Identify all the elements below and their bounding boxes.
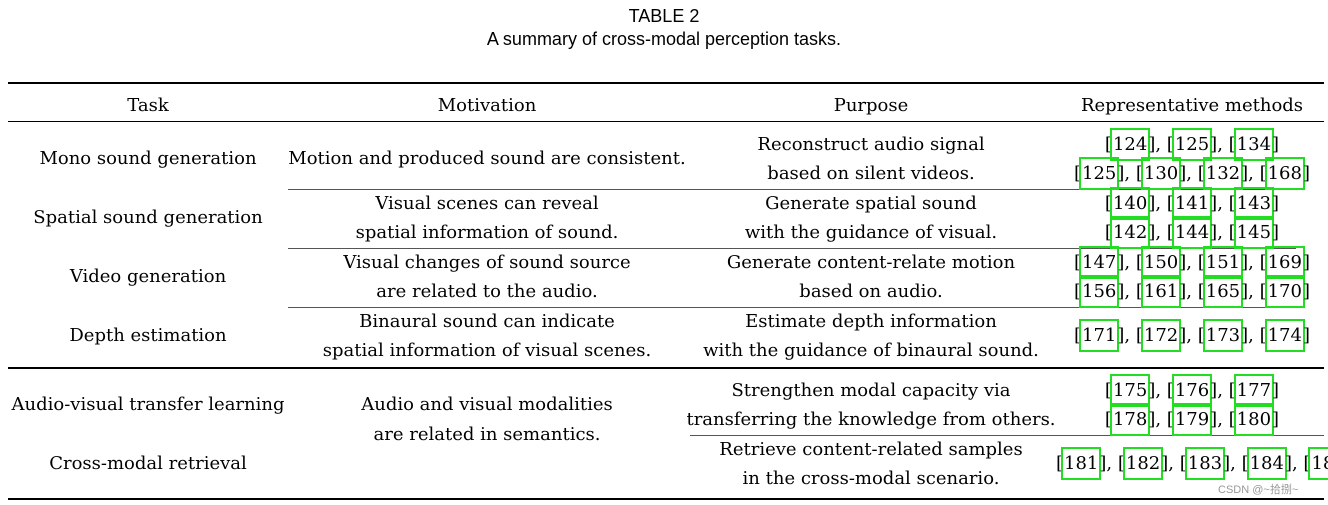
purpose-line: Retrieve content-related samples: [719, 439, 1023, 460]
watermark: CSDN @~拾捌~: [1218, 484, 1299, 496]
header-task: Task: [127, 95, 169, 116]
bottom-rule: [8, 498, 1324, 500]
citation[interactable]: 125: [1079, 157, 1120, 190]
motivation-line: Visual changes of sound source: [343, 252, 631, 273]
purpose-line: in the cross-modal scenario.: [742, 468, 1000, 489]
motivation-line: Audio and visual modalities: [361, 394, 613, 415]
citation[interactable]: 151: [1202, 246, 1244, 279]
citation[interactable]: 165: [1202, 275, 1244, 308]
motivation-line: spatial information of visual scenes.: [322, 340, 652, 361]
citation[interactable]: 173: [1202, 319, 1244, 352]
citation[interactable]: 141: [1171, 187, 1213, 220]
motivation-line: spatial information of sound.: [355, 222, 619, 243]
row-separator: [288, 189, 1296, 190]
citation[interactable]: 177: [1233, 374, 1275, 407]
task-cell: Cross-modal retrieval: [49, 453, 247, 474]
citation[interactable]: 134: [1233, 128, 1275, 161]
citation[interactable]: 176: [1171, 374, 1213, 407]
purpose-line: with the guidance of binaural sound.: [703, 340, 1039, 361]
purpose-line: Generate content-relate motion: [726, 252, 1016, 273]
motivation-line: are related to the audio.: [376, 281, 598, 302]
methods-line: [175], [176], [177]: [1056, 374, 1328, 407]
citation[interactable]: 185: [1308, 447, 1328, 480]
methods-line: [124], [125], [134]: [1056, 128, 1328, 161]
motivation-line: are related in semantics.: [373, 424, 601, 445]
citation[interactable]: 142: [1109, 216, 1151, 249]
citation[interactable]: 143: [1233, 187, 1275, 220]
purpose-line: based on silent videos.: [767, 163, 975, 184]
citation[interactable]: 184: [1246, 447, 1287, 480]
citation[interactable]: 170: [1264, 275, 1305, 308]
citation[interactable]: 150: [1140, 246, 1182, 279]
citation[interactable]: 171: [1079, 319, 1120, 352]
citation[interactable]: 169: [1264, 246, 1305, 279]
purpose-line: Estimate depth information: [745, 311, 997, 332]
methods-line: [125], [130], [132], [168]: [1056, 157, 1328, 190]
methods-line: [181], [182], [183], [184], [185]: [1056, 447, 1328, 480]
citation[interactable]: 130: [1140, 157, 1182, 190]
purpose-line: with the guidance of visual.: [744, 222, 998, 243]
citation[interactable]: 183: [1184, 447, 1226, 480]
purpose-line: Strengthen modal capacity via: [731, 380, 1011, 401]
citation[interactable]: 182: [1122, 447, 1164, 480]
citation[interactable]: 172: [1140, 319, 1182, 352]
methods-line: [142], [144], [145]: [1056, 216, 1328, 249]
task-cell: Spatial sound generation: [33, 207, 263, 228]
header-methods: Representative methods: [1080, 95, 1304, 116]
task-cell: Video generation: [69, 266, 227, 287]
citation[interactable]: 145: [1233, 216, 1275, 249]
motivation-line: Binaural sound can indicate: [359, 311, 615, 332]
citation[interactable]: 180: [1233, 403, 1275, 436]
header-motivation: Motivation: [437, 95, 537, 116]
citation[interactable]: 161: [1140, 275, 1182, 308]
methods-line: [147], [150], [151], [169]: [1056, 246, 1328, 279]
row-separator: [288, 248, 1296, 249]
header-rule: [8, 121, 1324, 122]
table-caption: A summary of cross-modal perception task…: [486, 29, 842, 49]
purpose-line: Reconstruct audio signal: [757, 134, 985, 155]
citation[interactable]: 179: [1171, 403, 1213, 436]
citation[interactable]: 140: [1109, 187, 1151, 220]
methods-line: [171], [172], [173], [174]: [1056, 319, 1328, 352]
purpose-line: based on audio.: [799, 281, 943, 302]
table-label: TABLE 2: [628, 6, 700, 26]
row-separator: [288, 307, 1296, 308]
task-cell: Audio-visual transfer learning: [11, 394, 285, 415]
citation[interactable]: 132: [1202, 157, 1244, 190]
citation[interactable]: 168: [1264, 157, 1305, 190]
citation[interactable]: 147: [1079, 246, 1120, 279]
citation[interactable]: 174: [1264, 319, 1305, 352]
methods-line: [140], [141], [143]: [1056, 187, 1328, 220]
purpose-line: Generate spatial sound: [765, 193, 977, 214]
purpose-line: transferring the knowledge from others.: [686, 409, 1056, 430]
header-purpose: Purpose: [833, 95, 909, 116]
citation[interactable]: 124: [1109, 128, 1151, 161]
citation[interactable]: 175: [1109, 374, 1151, 407]
task-cell: Depth estimation: [69, 325, 227, 346]
citation[interactable]: 178: [1109, 403, 1151, 436]
methods-line: [178], [179], [180]: [1056, 403, 1328, 436]
task-cell: Mono sound generation: [39, 148, 257, 169]
motivation-line: Motion and produced sound are consistent…: [288, 148, 686, 169]
citation[interactable]: 156: [1079, 275, 1120, 308]
citation[interactable]: 125: [1171, 128, 1213, 161]
motivation-line: Visual scenes can reveal: [375, 193, 599, 214]
top-rule: [8, 82, 1324, 84]
row-separator: [690, 435, 1324, 436]
methods-line: [156], [161], [165], [170]: [1056, 275, 1328, 308]
citation[interactable]: 181: [1061, 447, 1102, 480]
citation[interactable]: 144: [1171, 216, 1213, 249]
section-rule: [8, 367, 1324, 369]
